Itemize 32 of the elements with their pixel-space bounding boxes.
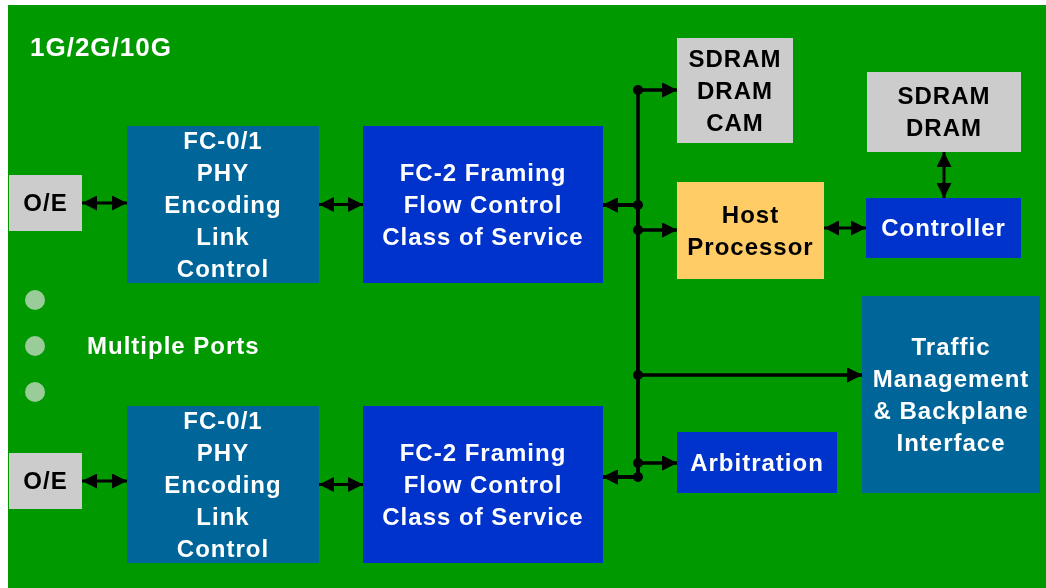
block-label: FC-2 Framing Flow Control Class of Service bbox=[381, 157, 585, 252]
function-block bbox=[677, 432, 837, 493]
memory-block bbox=[9, 453, 82, 509]
diagram-title: 1G/2G/10G bbox=[30, 32, 172, 63]
block-label: SDRAM DRAM CAM bbox=[687, 43, 783, 138]
function-block bbox=[866, 198, 1021, 258]
memory-block bbox=[867, 72, 1021, 152]
processor-block bbox=[677, 182, 824, 279]
block-label: Traffic Management & Backplane Interface bbox=[871, 331, 1031, 458]
block-label: FC-2 Framing Flow Control Class of Service bbox=[381, 437, 585, 532]
memory-block bbox=[677, 38, 793, 143]
block-label: O/E bbox=[23, 188, 68, 218]
block-label: Host Processor bbox=[686, 199, 815, 262]
memory-block bbox=[9, 175, 82, 231]
block-label: Arbitration bbox=[690, 447, 824, 478]
connector-arrow bbox=[319, 197, 363, 212]
function-block bbox=[127, 406, 319, 563]
connector-arrow bbox=[82, 195, 127, 211]
block-label: O/E bbox=[23, 466, 68, 496]
block-label: FC-0/1 PHY Encoding Link Control bbox=[163, 125, 283, 284]
connector-arrow bbox=[824, 220, 866, 236]
function-block bbox=[127, 126, 319, 283]
function-block bbox=[862, 296, 1040, 493]
connector-arrow bbox=[82, 473, 127, 489]
block-label: FC-0/1 PHY Encoding Link Control bbox=[163, 405, 283, 564]
block-label: SDRAM DRAM bbox=[896, 81, 992, 143]
connector-arrow bbox=[936, 152, 952, 198]
block-label: Controller bbox=[881, 213, 1006, 243]
function-block bbox=[363, 126, 603, 283]
connector-arrow bbox=[319, 477, 363, 492]
port-label: Multiple Ports bbox=[87, 332, 260, 360]
function-block bbox=[363, 406, 603, 563]
